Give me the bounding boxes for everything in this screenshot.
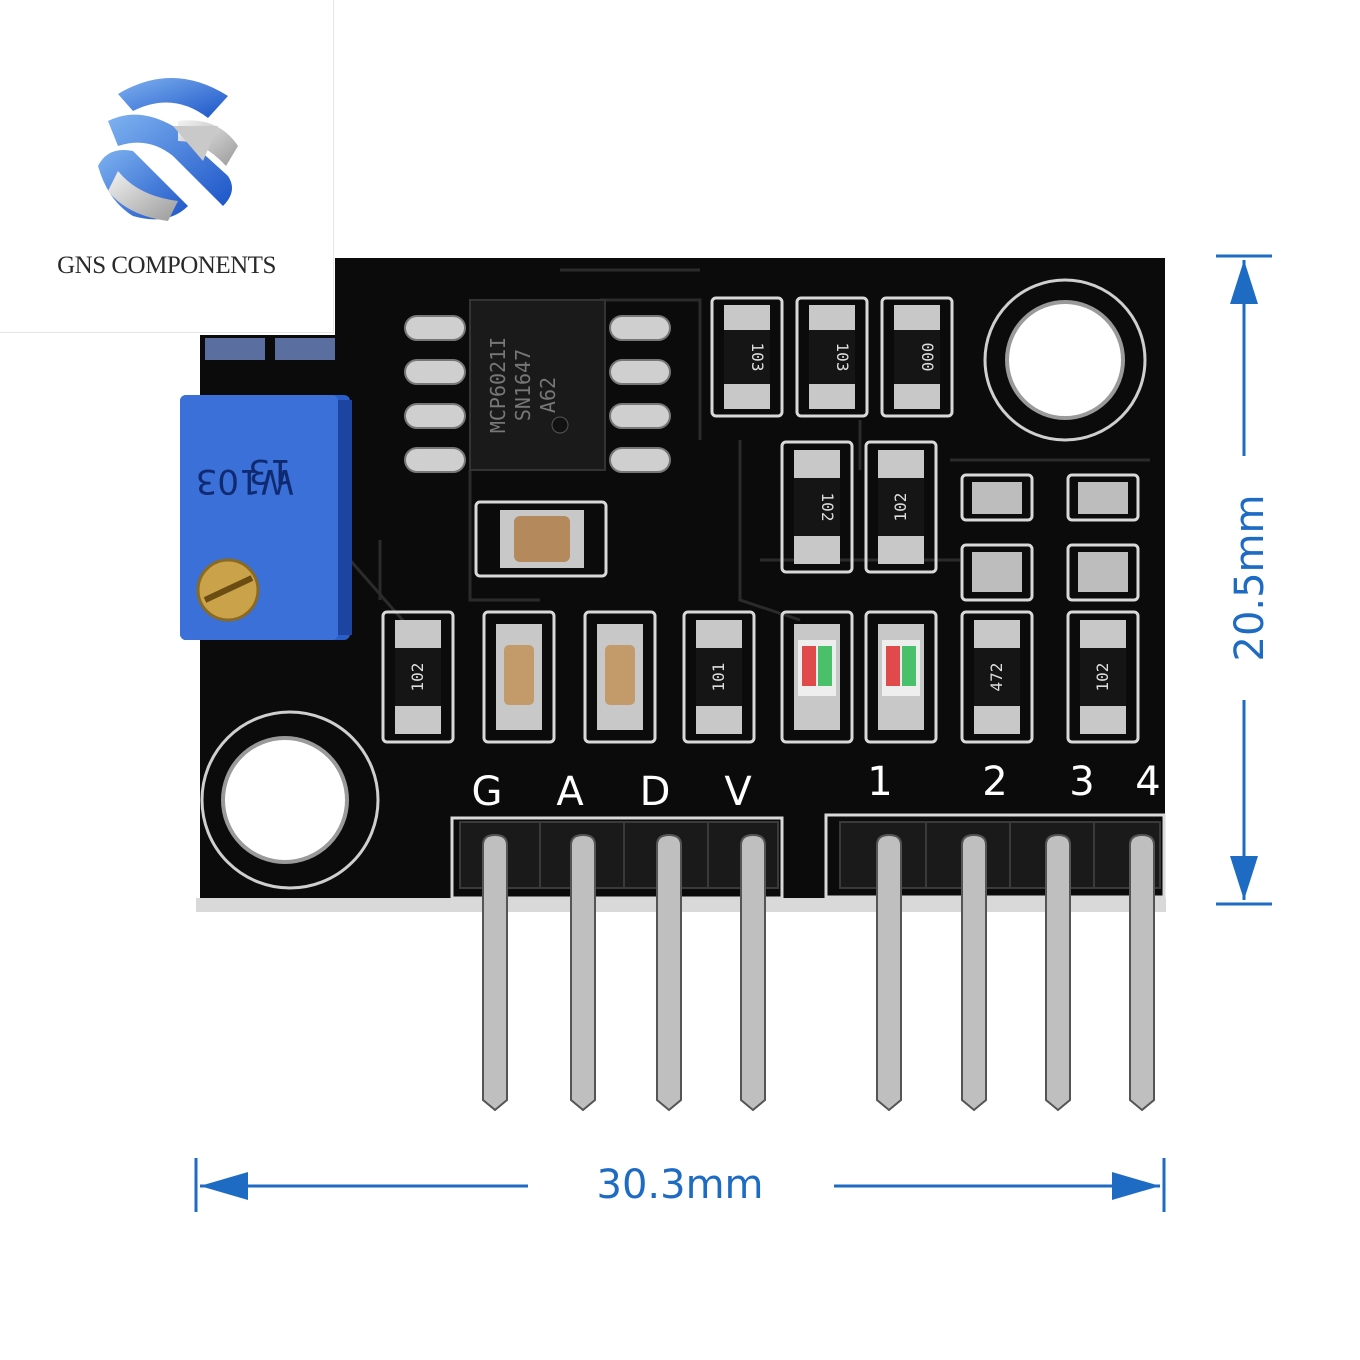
resistor-code: 102 [408,663,427,692]
mount-hole-ring-top [983,278,1147,442]
pin-label-v: V [724,769,752,815]
capacitors [496,510,643,730]
gns-logo-icon [98,77,238,221]
header-pins [482,833,1155,1112]
resistor-code: 102 [818,493,837,522]
logo-box: GNS COMPONENTS [0,0,333,332]
resistors: 103 103 000 102 102 102 [395,305,1126,734]
resistor-code: 102 [891,493,910,522]
resistor-code: 102 [1093,663,1112,692]
chip-marking-2: SN1647 [511,349,535,421]
brand-name: GNS COMPONENTS [57,252,276,279]
dimension-arrows [194,254,1272,1212]
pot-marking-13: 13 [248,451,291,491]
chip-marking-3: A62 [536,377,560,413]
resistor-code: 472 [987,663,1006,692]
pin-label-4: 4 [1135,759,1160,805]
pad [275,338,335,360]
resistor-code: 103 [748,343,767,372]
ic-chip: MCP6021I SN1647 A62 [404,299,671,473]
pin-label-g: G [472,769,503,815]
pin-label-d: D [640,769,671,815]
height-dimension-label: 20.5mm [1227,494,1273,662]
mount-hole-ring-bottom [200,710,380,890]
pin-label-a: A [556,769,584,815]
pin-label-3: 3 [1069,759,1094,805]
pot-marking-w103: W103 [196,461,295,501]
chip-marking-1: MCP6021I [486,337,510,433]
resistor-code: 000 [918,343,937,372]
pin-label-2: 2 [982,759,1007,805]
resistor-code: 101 [709,663,728,692]
pad [205,338,265,360]
resistor-code: 103 [833,343,852,372]
leds [794,624,924,730]
width-dimension-label: 30.3mm [596,1162,764,1208]
pin-label-1: 1 [867,759,892,805]
mount-hole-bottom [221,736,349,864]
mount-hole-top [1005,300,1125,420]
